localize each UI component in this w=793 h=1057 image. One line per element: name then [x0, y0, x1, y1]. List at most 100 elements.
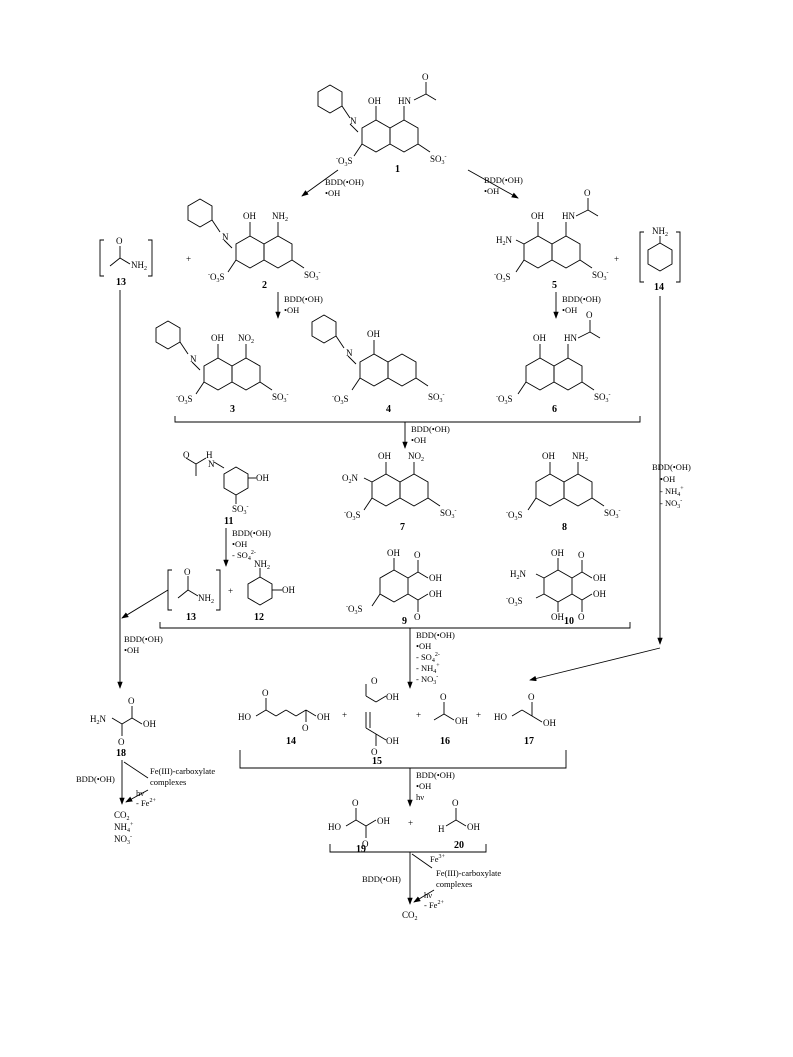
compound-12-number: 12 — [254, 612, 264, 623]
cond-11-so4: - SO42- — [232, 550, 256, 562]
compound-13-structure — [99, 239, 153, 277]
compound-5-h2n-label: H2N — [496, 235, 513, 247]
compound-12-structure — [247, 568, 282, 606]
product-final-co2: CO2 — [402, 910, 418, 922]
compound-2-so3-left: -O3S — [208, 272, 225, 284]
compound-19-h2n-label: H2N — [90, 714, 107, 726]
plus-17-18: + — [476, 710, 481, 720]
cond-19-fe2: complexes — [150, 777, 186, 787]
compound-6-hn-label: HN — [564, 333, 577, 343]
compound-6-oh-label: OH — [533, 333, 546, 343]
compound-7-structure — [363, 462, 441, 511]
compound-11-n-label: N — [208, 459, 215, 469]
compound-5-o-label: O — [584, 188, 591, 198]
compound-14-nh2-label: NH2 — [652, 226, 668, 238]
compound-19-number: 18 — [116, 748, 126, 759]
cond-20-oh: •OH — [416, 781, 431, 791]
compound-2-nh2-label: NH2 — [272, 211, 288, 223]
compound-20-o-top-label: O — [352, 798, 359, 808]
compound-19-oh-label: OH — [143, 719, 156, 729]
compound-15-oh-label: OH — [317, 712, 330, 722]
cond-final-fe1: Fe(III)-carboxylate — [436, 868, 501, 878]
cond-final-bdd: BDD(•OH) — [362, 874, 401, 884]
compound-7-oh-label: OH — [378, 451, 391, 461]
compound-5-oh-label: OH — [531, 211, 544, 221]
plus-20-21: + — [408, 818, 413, 828]
compound-10-o-top-label: O — [578, 550, 585, 560]
compound-9-oh-top-label: OH — [387, 548, 400, 558]
compound-20-o-bottom-label: O — [362, 839, 369, 849]
arrow-fe3-to-co2 — [413, 889, 435, 903]
arrow-20-to-fe3 — [411, 853, 433, 869]
cond-19-fe2plus: - Fe2+ — [136, 798, 156, 808]
compound-13b-nh2-label: NH2 — [198, 593, 214, 605]
product-19-no3: NO3- — [114, 834, 132, 846]
compound-18-ho-label: HO — [494, 712, 507, 722]
compound-10-oh-bottom-label: OH — [551, 612, 564, 622]
cond-14-nh4: - NH4+ — [660, 486, 684, 498]
compound-1-n-label: N — [350, 116, 357, 126]
compound-2-oh-label: OH — [243, 211, 256, 221]
cond-14-bdd: BDD(•OH) — [652, 462, 691, 472]
bracket-15-18 — [239, 750, 567, 769]
compound-3-so3-right: SO3- — [272, 392, 289, 404]
cond-1-to-2-oh: •OH — [325, 188, 340, 198]
compound-18-number: 17 — [524, 736, 534, 747]
compound-7-no2-left-label: O2N — [342, 473, 359, 485]
compound-5-so3-right: SO3- — [592, 270, 609, 282]
arrow-1-to-5 — [467, 169, 519, 199]
compound-15-o-top-label: O — [262, 688, 269, 698]
compound-1-so3-right: SO3- — [430, 154, 447, 166]
compound-11-number: 11 — [224, 516, 233, 527]
compound-2-number: 2 — [262, 280, 267, 291]
cond-19-oh: •OH — [124, 645, 139, 655]
compound-16-o-top-label: O — [371, 676, 378, 686]
compound-1-oh-label: OH — [368, 96, 381, 106]
arrow-1-to-2 — [301, 169, 339, 197]
cond-5-to-6-bdd: BDD(•OH) — [562, 294, 601, 304]
compound-9-number: 9 — [402, 616, 407, 627]
compound-12-nh2-label: NH2 — [254, 559, 270, 571]
plus-13-12: + — [228, 586, 233, 596]
cond-11-oh: •OH — [232, 539, 247, 549]
compound-11-oh-label: OH — [256, 473, 269, 483]
cond-mid-bdd: BDD(•OH) — [416, 630, 455, 640]
arrow-13b-to-19 — [121, 589, 169, 619]
cond-14-oh: •OH — [660, 474, 675, 484]
compound-13b-o-label: O — [184, 567, 191, 577]
compound-5-number: 5 — [552, 280, 557, 291]
compound-3-number: 3 — [230, 404, 235, 415]
cond-14-no3: - NO3- — [660, 498, 682, 510]
compound-14-structure — [639, 231, 681, 283]
cond-19-hv: hν — [136, 788, 144, 798]
bracket-12-9-10 — [159, 622, 631, 629]
compound-2-structure — [187, 198, 305, 273]
compound-6-number: 6 — [552, 404, 557, 415]
cond-19-bdd: BDD(•OH) — [124, 634, 163, 644]
compound-21-oh-label: OH — [467, 822, 480, 832]
arrow-19-to-fe — [123, 761, 149, 779]
cond-346-oh: •OH — [411, 435, 426, 445]
compound-7-so3-right: SO3- — [440, 508, 457, 520]
compound-16-oh-top-label: OH — [386, 692, 399, 702]
plus-13-2: + — [186, 254, 191, 264]
cond-1-to-2-bdd: BDD(•OH) — [325, 177, 364, 187]
compound-21-h-label: H — [438, 824, 445, 834]
compound-9-so3-left: -O3S — [346, 604, 363, 616]
compound-10-oh-right2-label: OH — [593, 589, 606, 599]
compound-17-o-label: O — [440, 692, 447, 702]
compound-18-o-label: O — [528, 692, 535, 702]
compound-18-oh-label: OH — [543, 718, 556, 728]
cond-final-hv: hν — [424, 890, 432, 900]
compound-1-hn-label: HN — [398, 96, 411, 106]
compound-6-so3-left: -O3S — [496, 394, 513, 406]
compound-8-oh-label: OH — [542, 451, 555, 461]
compound-17-oh-label: OH — [455, 716, 468, 726]
bracket-3-4-6 — [174, 416, 641, 423]
arrow-fe-to-co2-left — [125, 789, 149, 803]
cond-mid-oh: •OH — [416, 641, 431, 651]
product-19-nh4: NH4+ — [114, 822, 134, 834]
cond-20-bdd: BDD(•OH) — [416, 770, 455, 780]
plus-15-16: + — [342, 710, 347, 720]
